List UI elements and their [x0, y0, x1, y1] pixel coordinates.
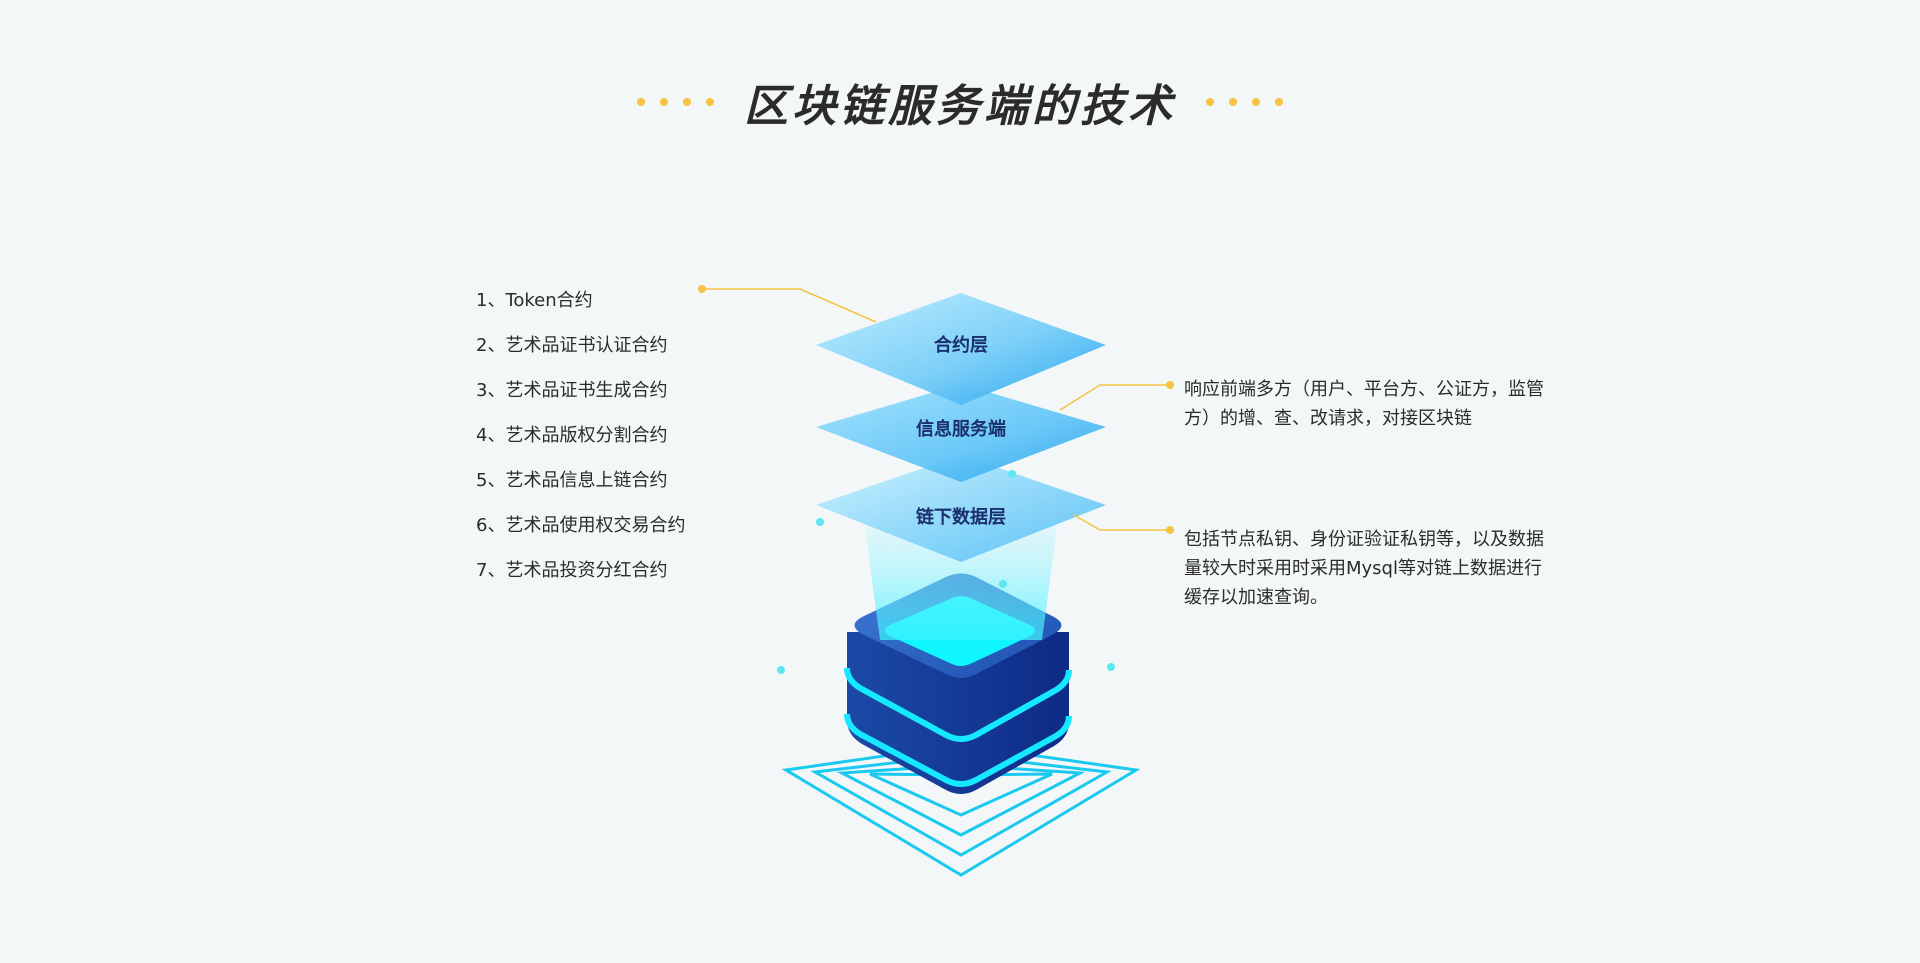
contract-item-2: 2、艺术品证书认证合约 [476, 335, 668, 356]
right-dots-icon [1206, 98, 1283, 106]
contract-layer-label: 合约层 [934, 335, 988, 356]
base-grid-icon [781, 743, 1141, 877]
offchain-description: 包括节点私钥、身份证验证私钥等，以及数据量较大时采用时采用Mysql等对链上数据… [1184, 529, 1544, 608]
service-layer-label: 信息服务端 [916, 419, 1006, 440]
contract-item-3: 3、艺术品证书生成合约 [476, 380, 668, 401]
dot [683, 98, 691, 106]
contract-item-6: 6、艺术品使用权交易合约 [476, 515, 686, 536]
contract-list: 1、Token合约 2、艺术品证书认证合约 3、艺术品证书生成合约 4、艺术品版… [476, 278, 685, 593]
dot [1206, 98, 1214, 106]
contract-layer-plate [816, 293, 1106, 405]
dot [706, 98, 714, 106]
particles-icon [777, 470, 1115, 674]
offchain-layer-label: 链下数据层 [916, 507, 1006, 528]
light-beam-icon [864, 520, 1058, 640]
contract-item-1: 1、Token合约 [476, 290, 593, 311]
page-title: 区块链服务端的技术 [744, 81, 1176, 132]
contract-item-5: 5、艺术品信息上链合约 [476, 470, 668, 491]
dot [1275, 98, 1283, 106]
connector-dots [698, 285, 1174, 534]
offchain-layer-plate [816, 455, 1106, 562]
dot [637, 98, 645, 106]
dot [1229, 98, 1237, 106]
contract-item-4: 4、艺术品版权分割合约 [476, 425, 668, 446]
left-dots-icon [637, 98, 714, 106]
service-description: 响应前端多方（用户、平台方、公证方，监管方）的增、查、改请求，对接区块链 [1184, 379, 1544, 429]
contract-item-7: 7、艺术品投资分红合约 [476, 560, 668, 581]
header: 区块链服务端的技术 [0, 62, 1920, 142]
dot [660, 98, 668, 106]
service-layer-plate [816, 384, 1106, 482]
connector-lines [702, 288, 1170, 531]
dot [1252, 98, 1260, 106]
